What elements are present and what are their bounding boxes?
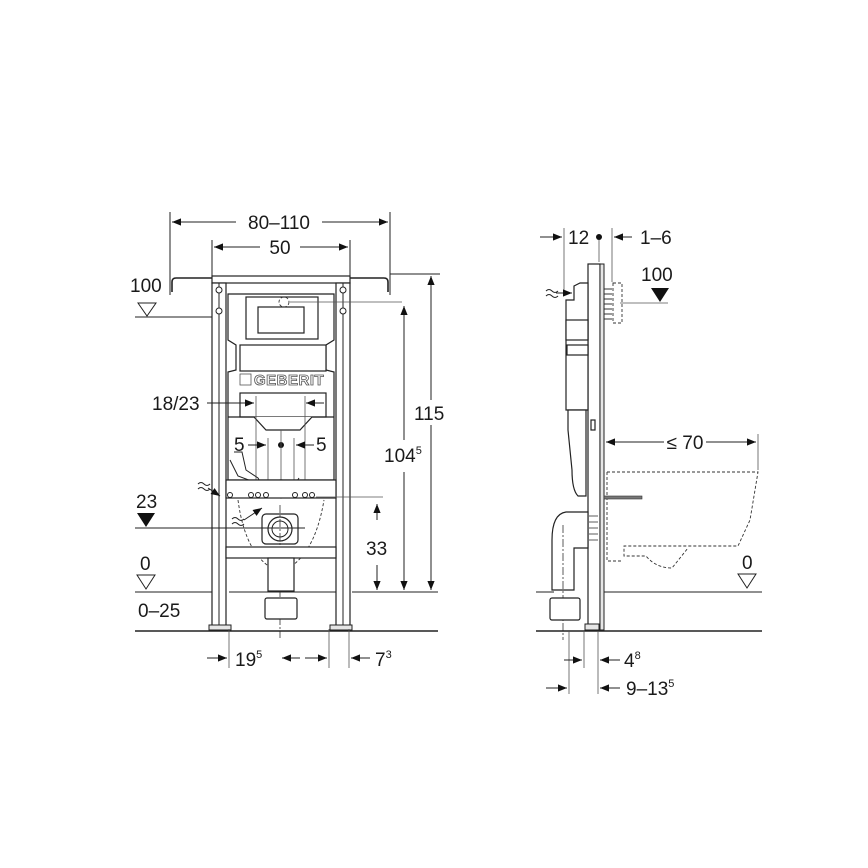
dimension-label: 5 bbox=[234, 435, 245, 456]
dimension-label: 195 bbox=[235, 649, 262, 671]
dimension-label: ≤ 70 bbox=[667, 433, 704, 454]
floor-range-label: 0–25 bbox=[138, 601, 180, 622]
dimension-overall-width: 80–110 bbox=[169, 212, 391, 295]
dimension-label: 18/23 bbox=[152, 394, 200, 415]
connection-holes bbox=[227, 492, 315, 498]
side-view: 12 1–6 100 bbox=[536, 228, 762, 700]
level-label: 23 bbox=[136, 492, 157, 513]
dimension-foot-right: 73 bbox=[351, 649, 392, 671]
dimension-label: 1–6 bbox=[640, 228, 672, 249]
level-label: 100 bbox=[130, 276, 162, 297]
level-marker-23: 23 bbox=[135, 492, 305, 529]
dimension-label: 9–135 bbox=[626, 678, 674, 700]
dimension-drain-height: 33 bbox=[366, 504, 387, 590]
dimension-total-height: 115 bbox=[414, 276, 444, 590]
brand-logo: GEBERIT bbox=[239, 372, 324, 389]
dimension-foot-left: 195 bbox=[207, 649, 327, 671]
dimension-label: 1045 bbox=[384, 445, 422, 467]
level-marker-0: 0 bbox=[737, 553, 757, 589]
water-supply-icon bbox=[197, 482, 211, 491]
level-marker-0: 0 bbox=[136, 554, 156, 590]
dimension-bowl-projection: ≤ 70 bbox=[606, 433, 759, 470]
water-supply-icon bbox=[545, 289, 559, 298]
dimension-label: 80–110 bbox=[248, 213, 310, 234]
dimension-label: 12 bbox=[568, 228, 589, 249]
water-inlet-icon bbox=[231, 517, 245, 526]
dimension-label: 50 bbox=[269, 238, 290, 259]
level-label: 0 bbox=[742, 553, 753, 574]
dimension-frame-height: 1045 bbox=[384, 306, 422, 590]
dimension-plate-offset: 1–6 bbox=[611, 228, 672, 282]
dimension-label: 48 bbox=[624, 650, 641, 672]
dimension-label: 115 bbox=[414, 404, 444, 425]
level-label: 100 bbox=[641, 265, 673, 286]
level-marker-100: 100 bbox=[620, 265, 673, 304]
front-view: 80–110 50 100 bbox=[130, 212, 444, 671]
level-label: 0 bbox=[140, 554, 151, 575]
dimension-wall-gap: 9–135 bbox=[546, 678, 674, 700]
brand-label: GEBERIT bbox=[254, 372, 324, 389]
dimension-foot-depth: 48 bbox=[564, 650, 641, 672]
level-marker-100: 100 bbox=[130, 276, 212, 318]
dimension-frame-width: 50 bbox=[211, 238, 351, 278]
dimension-label: 5 bbox=[316, 435, 327, 456]
dimension-label: 33 bbox=[366, 539, 387, 560]
dimension-frame-depth: 12 bbox=[540, 228, 602, 290]
dimension-label: 73 bbox=[375, 649, 392, 671]
